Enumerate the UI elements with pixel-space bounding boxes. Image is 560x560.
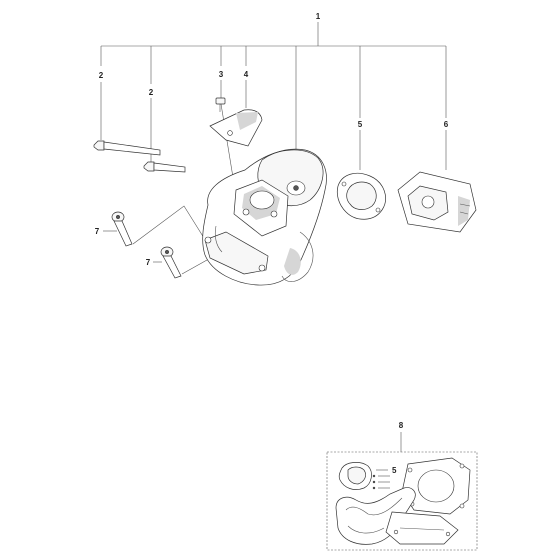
long-bolt-upper bbox=[93, 140, 161, 156]
gasket bbox=[336, 172, 386, 220]
long-bolt-lower bbox=[143, 161, 186, 173]
callout-1: 1 bbox=[316, 12, 321, 21]
callout-3: 3 bbox=[219, 70, 224, 79]
callout-6: 6 bbox=[444, 120, 449, 129]
cover-plate bbox=[209, 109, 263, 147]
gasket-kit-box: 5 bbox=[326, 451, 478, 551]
callout-7-lower: 7 bbox=[146, 258, 151, 267]
callout-4: 4 bbox=[244, 70, 249, 79]
callout-2-lower: 2 bbox=[149, 88, 154, 97]
muffler-body bbox=[202, 148, 327, 286]
small-screw bbox=[215, 97, 226, 112]
spark-arrestor bbox=[397, 171, 477, 233]
callout-7-upper: 7 bbox=[95, 227, 100, 236]
callout-8: 8 bbox=[399, 421, 404, 430]
callout-5: 5 bbox=[358, 120, 363, 129]
socket-screw-upper bbox=[111, 211, 133, 247]
socket-screw-lower bbox=[160, 246, 182, 279]
callout-2-upper: 2 bbox=[99, 71, 104, 80]
kit-callout-5: 5 bbox=[392, 466, 397, 475]
